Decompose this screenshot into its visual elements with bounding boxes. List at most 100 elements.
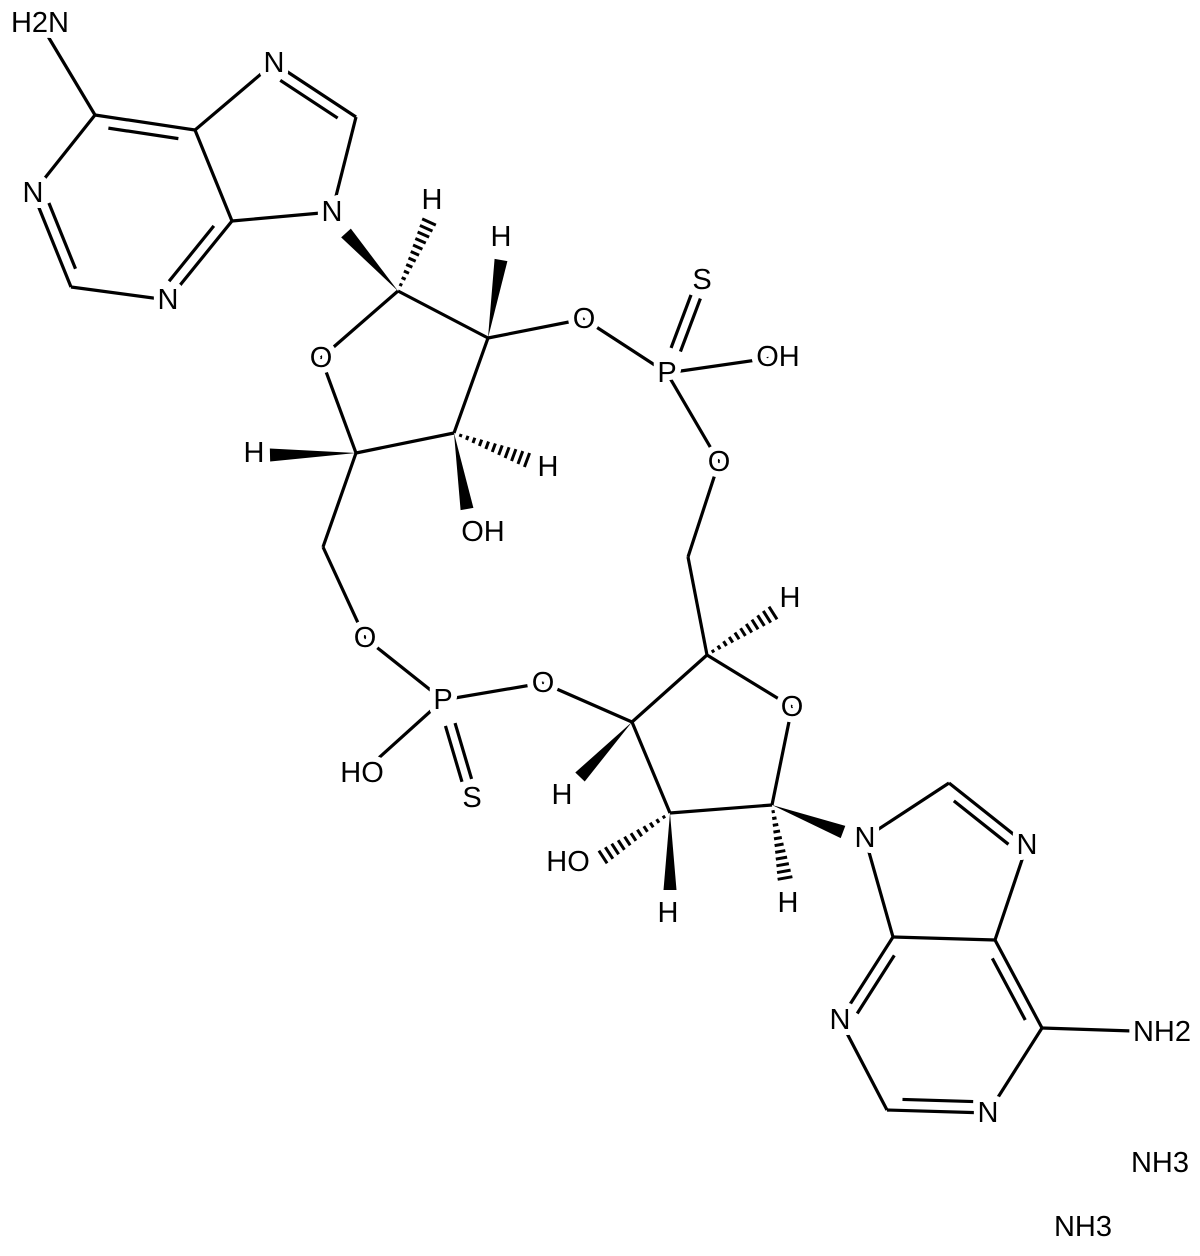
atom-label-oh-p-top: OH <box>756 341 800 373</box>
single-bond <box>686 556 709 656</box>
double-bond <box>166 219 234 302</box>
hash-line <box>739 627 747 637</box>
hash-line <box>604 846 615 860</box>
hash-line <box>762 610 772 624</box>
hash-line <box>410 250 420 257</box>
hash-line <box>522 452 532 468</box>
hash-line <box>629 832 638 842</box>
wedge-bond <box>269 448 356 462</box>
single-bond <box>319 289 400 360</box>
atom-label-o4-top: O <box>310 342 333 374</box>
hash-line <box>610 842 620 856</box>
hash-line <box>414 237 427 245</box>
hash-line <box>750 618 760 631</box>
hash-line <box>407 256 417 263</box>
double-bond <box>273 61 357 119</box>
single-bond <box>193 61 276 132</box>
double-bond-inner <box>952 799 1010 846</box>
double-bond-inner <box>167 224 216 283</box>
double-bond <box>31 192 73 288</box>
atom-label-o4-bottom: O <box>781 691 804 723</box>
single-bond <box>892 935 996 942</box>
hash-line <box>773 829 781 834</box>
hash-line <box>727 636 735 644</box>
hash-line <box>497 444 504 456</box>
hash-line <box>716 644 722 651</box>
hash-line <box>710 649 716 654</box>
single-bond <box>364 636 444 702</box>
atom-label-n7-top: N <box>264 47 285 79</box>
atom-label-n9-bottom: N <box>855 822 876 854</box>
single-bond <box>993 844 1029 941</box>
single-bond <box>31 114 97 194</box>
single-bond <box>770 706 794 806</box>
hash-line <box>421 217 437 227</box>
atom-label-h4-top: H <box>244 437 265 469</box>
wedge-bond <box>454 433 474 511</box>
single-bond <box>838 1019 889 1111</box>
atom-label-n7-bottom: N <box>1017 829 1038 861</box>
double-bond <box>443 725 464 783</box>
hashed-wedge-bond <box>398 217 437 287</box>
hash-line <box>510 448 518 462</box>
wedge-bond <box>341 228 398 291</box>
single-bond <box>38 22 97 116</box>
single-bond <box>70 285 169 302</box>
hash-line <box>733 631 741 641</box>
atom-label-ho2-bottom: HO <box>546 846 590 878</box>
hash-line <box>405 263 413 269</box>
single-bond <box>487 317 585 340</box>
hash-line <box>412 243 424 251</box>
hash-line <box>756 614 766 627</box>
single-bond <box>330 116 358 213</box>
single-bond <box>686 461 721 558</box>
atom-label-nh2-bottom: NH2 <box>1133 1016 1191 1048</box>
hash-line <box>516 450 525 465</box>
single-bond <box>630 653 709 724</box>
single-bond <box>986 1027 1044 1114</box>
hash-line <box>774 842 784 848</box>
atom-label-o5-right: O <box>708 446 731 478</box>
single-bond <box>442 681 544 702</box>
double-bond <box>678 297 702 353</box>
hash-line <box>648 821 655 829</box>
single-bond <box>1041 1026 1163 1034</box>
double-bond-inner <box>855 954 896 1015</box>
hash-line <box>722 640 728 647</box>
hash-line <box>458 433 463 438</box>
atom-label-s-top: S <box>692 264 711 296</box>
double-bond <box>94 113 196 132</box>
hash-line <box>771 816 777 821</box>
atom-label-n9-top: N <box>322 196 343 228</box>
double-bond <box>993 939 1044 1029</box>
double-bond-inner <box>990 957 1027 1021</box>
atom-label-h3-bottom: H <box>552 779 573 811</box>
hash-line <box>398 282 403 287</box>
bonds <box>31 22 1163 1115</box>
hashed-wedge-bond <box>458 433 532 468</box>
hash-line <box>623 835 632 847</box>
single-bond <box>397 289 489 340</box>
atom-label-o3-top: O <box>573 303 596 335</box>
hash-line <box>503 446 511 459</box>
double-bond-inner <box>279 78 339 120</box>
double-bond-inner <box>902 1097 974 1104</box>
atom-label-oh3-top: OH <box>461 516 505 548</box>
atom-label-o5-left: O <box>354 622 377 654</box>
hash-line <box>477 439 484 447</box>
atom-label-h1-bottom: H <box>778 887 799 919</box>
double-bond <box>669 294 693 349</box>
hash-line <box>655 818 661 824</box>
atom-label-o3-bottom: O <box>532 667 555 699</box>
double-bond <box>453 722 474 780</box>
atom-label-nh3-a: NH3 <box>1131 1147 1189 1179</box>
single-bond <box>630 721 672 814</box>
double-bond-inner <box>47 202 77 270</box>
single-bond <box>193 129 234 222</box>
hash-line <box>777 875 793 881</box>
single-bond <box>452 337 490 434</box>
hash-line <box>776 868 791 875</box>
single-bond <box>355 431 455 455</box>
